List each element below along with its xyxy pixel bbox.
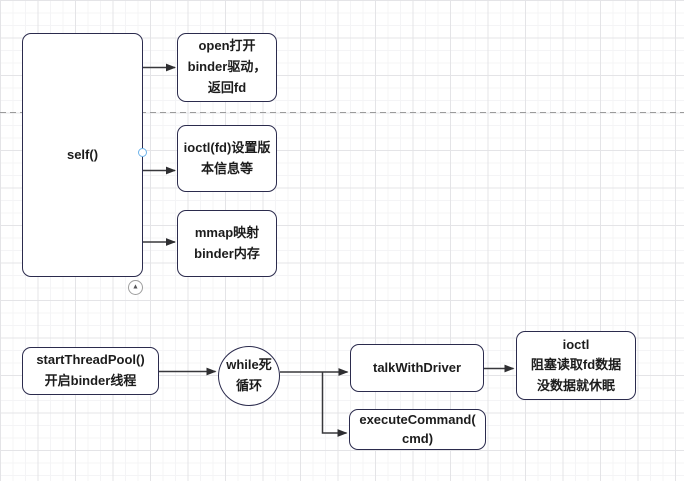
collapse-up-icon: ▲ [132,283,139,291]
node-self-label: self() [66,146,99,162]
page-break-line [0,112,684,114]
node-open-binder-label: open打开 binder驱动， 返回fd [187,38,267,95]
node-ioctl-set-version[interactable]: ioctl(fd)设置版 本信息等 [177,125,277,192]
node-start-thread-pool-label: startThreadPool() 开启binder线程 [36,352,145,388]
node-while-loop-label: while死 循环 [226,357,272,393]
node-execute-command-label: executeCommand( cmd) [359,411,476,446]
node-execute-command[interactable]: executeCommand( cmd) [349,409,486,450]
node-start-thread-pool[interactable]: startThreadPool() 开启binder线程 [22,347,159,395]
node-talk-with-driver-label: talkWithDriver [372,359,462,375]
node-ioctl-blocking-read-label: ioctl 阻塞读取fd数据 没数据就休眠 [530,337,622,393]
node-mmap-binder-memory[interactable]: mmap映射 binder内存 [177,210,277,277]
node-self[interactable]: self() [22,33,143,277]
connector-while-to-executecommand[interactable] [321,372,348,437]
node-while-loop[interactable]: while死 循环 [218,346,280,406]
collapse-button[interactable]: ▲ [128,280,143,295]
node-ioctl-blocking-read[interactable]: ioctl 阻塞读取fd数据 没数据就休眠 [516,331,636,400]
node-ioctl-set-version-label: ioctl(fd)设置版 本信息等 [183,139,271,176]
node-talk-with-driver[interactable]: talkWithDriver [350,344,484,392]
node-open-binder[interactable]: open打开 binder驱动， 返回fd [177,33,277,102]
connection-point[interactable] [138,148,147,157]
node-mmap-binder-memory-label: mmap映射 binder内存 [194,224,260,261]
